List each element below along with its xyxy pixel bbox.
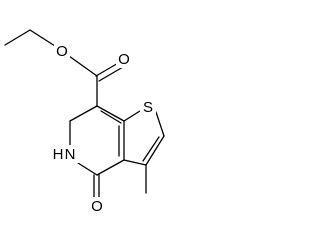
ester-oxygen-label: O — [56, 43, 68, 60]
sulfur-label: S — [143, 99, 153, 116]
chemical-structure: O O S H N O — [4, 29, 165, 215]
bond-c2-c3 — [145, 135, 165, 166]
atom-label-sulfur: S — [140, 98, 156, 116]
ethyl-group — [4, 29, 56, 47]
atom-label-ester-o: O — [54, 42, 70, 60]
thiophene-ring — [123, 110, 165, 194]
nh-hydrogen-label: H — [53, 146, 64, 163]
ring-nitrogen-label: N — [65, 146, 76, 163]
bond-ch2-o — [29, 29, 56, 47]
bond-o-carbonyl — [68, 55, 98, 77]
lactam-oxygen-label: O — [91, 198, 103, 215]
bond-c7-c7a-inner — [100, 110, 122, 124]
atom-label-carbonyl-o: O — [116, 50, 132, 68]
bond-c3-c3a — [123, 159, 147, 166]
bond-c7-c6 — [69, 105, 98, 122]
pyridinone-ring — [69, 105, 125, 199]
atom-label-lactam-o: O — [89, 197, 105, 215]
carbonyl-oxygen-label: O — [118, 51, 130, 68]
bond-c4-c3a — [96, 159, 125, 176]
bond-s-c2 — [155, 111, 165, 137]
bond-c7-c7a — [96, 105, 125, 122]
bond-c7a-s — [123, 110, 141, 122]
bond-ch3-ch2 — [4, 29, 31, 46]
bond-carbonyl-o-double-b — [98, 66, 124, 82]
ester-group — [68, 55, 124, 107]
bond-n5-c4 — [77, 162, 98, 176]
bond-c2-c3-inner — [142, 136, 160, 162]
atom-label-nh: H N — [50, 145, 80, 163]
